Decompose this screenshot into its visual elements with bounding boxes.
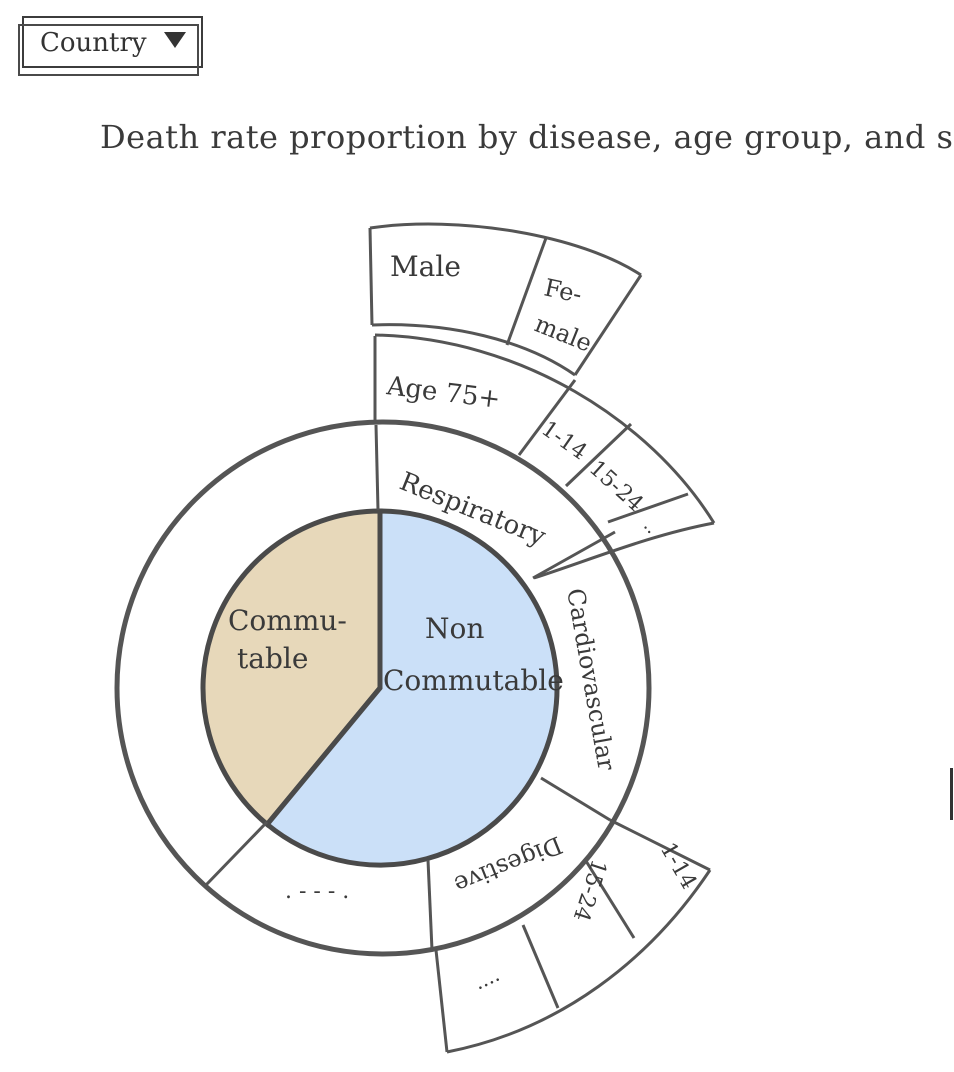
age-more-top-label: ..: [639, 516, 662, 538]
female-label-line1[interactable]: Fe-: [542, 273, 585, 308]
age-ring-bottom-lines: [434, 818, 712, 1054]
age-15-24-top-label[interactable]: 15-24: [584, 456, 648, 517]
disease-ring-outer: [114, 419, 652, 957]
communicable-label-line2: table: [237, 642, 308, 675]
age-ring-top-lines: [373, 333, 716, 580]
edge-mark: [950, 768, 953, 820]
non-communicable-label-line2: Commutable: [383, 664, 564, 697]
country-dropdown-label: Country: [40, 28, 147, 58]
chart-title: Death rate proportion by disease, age gr…: [100, 118, 954, 156]
disease-ring-separators: [204, 424, 616, 951]
male-label[interactable]: Male: [390, 250, 461, 283]
age-75-plus-label[interactable]: Age 75+: [384, 371, 502, 415]
age-more-bottom-label: ....: [470, 962, 503, 995]
age-1-14-top-label[interactable]: 1-14: [537, 416, 592, 465]
female-label-line2[interactable]: male: [531, 310, 596, 358]
communicable-slice[interactable]: [200, 508, 383, 828]
communicable-label-line1: Commu-: [228, 604, 347, 637]
disease-more-label: . - - - .: [285, 879, 349, 904]
dropdown-triangle-icon: [164, 32, 186, 48]
non-communicable-slice[interactable]: [263, 508, 560, 868]
cardiovascular-label[interactable]: Cardiovascular: [561, 586, 621, 773]
age-1-14-bottom-label[interactable]: 1-14: [655, 839, 701, 894]
sex-ring-lines: [368, 222, 643, 377]
non-communicable-label-line1: Non: [425, 612, 484, 645]
